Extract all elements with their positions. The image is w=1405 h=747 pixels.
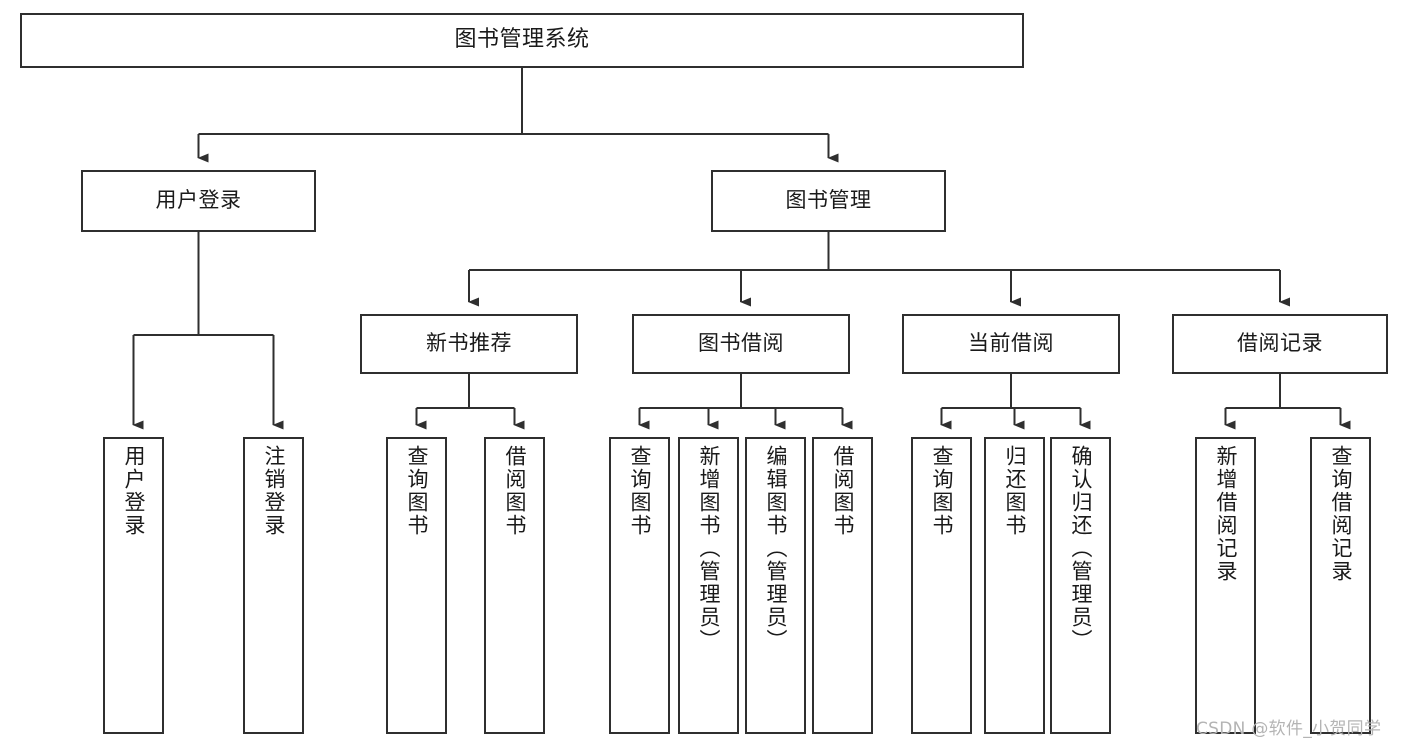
node-label: 编辑图书（管理员） (763, 445, 788, 652)
node-leaf-borrow-edit[interactable]: 编辑图书（管理员） (745, 437, 806, 734)
node-leaf-user-logout[interactable]: 注销登录 (243, 437, 304, 734)
node-user-login[interactable]: 用户登录 (81, 170, 316, 232)
node-current-borrow[interactable]: 当前借阅 (902, 314, 1120, 374)
node-label: 用户登录 (155, 188, 242, 213)
node-borrow-record[interactable]: 借阅记录 (1172, 314, 1388, 374)
node-label: 确认归还（管理员） (1068, 445, 1093, 652)
node-label: 归还图书 (1002, 445, 1027, 537)
node-label: 借阅记录 (1237, 331, 1323, 356)
node-leaf-cur-query[interactable]: 查询图书 (911, 437, 972, 734)
node-label: 新书推荐 (426, 331, 512, 356)
node-label: 新增借阅记录 (1213, 445, 1238, 583)
node-leaf-borrow-lend[interactable]: 借阅图书 (812, 437, 873, 734)
node-leaf-cur-return[interactable]: 归还图书 (984, 437, 1045, 734)
node-label: 查询借阅记录 (1328, 445, 1353, 583)
node-leaf-rec-query2[interactable]: 查询借阅记录 (1310, 437, 1371, 734)
node-label: 图书管理系统 (454, 27, 590, 53)
node-label: 借阅图书 (502, 445, 527, 537)
node-leaf-borrow-add[interactable]: 新增图书（管理员） (678, 437, 739, 734)
node-label: 用户登录 (121, 445, 146, 537)
node-leaf-cur-confirm[interactable]: 确认归还（管理员） (1050, 437, 1111, 734)
node-label: 查询图书 (627, 445, 652, 537)
node-leaf-rec-borrow[interactable]: 借阅图书 (484, 437, 545, 734)
node-label: 查询图书 (929, 445, 954, 537)
node-leaf-rec-query[interactable]: 查询图书 (386, 437, 447, 734)
csdn-watermark: CSDN @软件_小贺同学 (1196, 719, 1382, 739)
node-leaf-rec-add[interactable]: 新增借阅记录 (1195, 437, 1256, 734)
node-book-manage[interactable]: 图书管理 (711, 170, 946, 232)
node-label: 借阅图书 (830, 445, 855, 537)
node-label: 新增图书（管理员） (696, 445, 721, 652)
node-label: 图书管理 (785, 188, 872, 213)
node-label: 当前借阅 (968, 331, 1054, 356)
node-root[interactable]: 图书管理系统 (20, 13, 1024, 68)
node-label: 注销登录 (261, 445, 286, 537)
node-label: 图书借阅 (698, 331, 784, 356)
node-new-book-rec[interactable]: 新书推荐 (360, 314, 578, 374)
node-leaf-user-login[interactable]: 用户登录 (103, 437, 164, 734)
node-label: 查询图书 (404, 445, 429, 537)
node-book-borrow[interactable]: 图书借阅 (632, 314, 850, 374)
node-leaf-borrow-query[interactable]: 查询图书 (609, 437, 670, 734)
